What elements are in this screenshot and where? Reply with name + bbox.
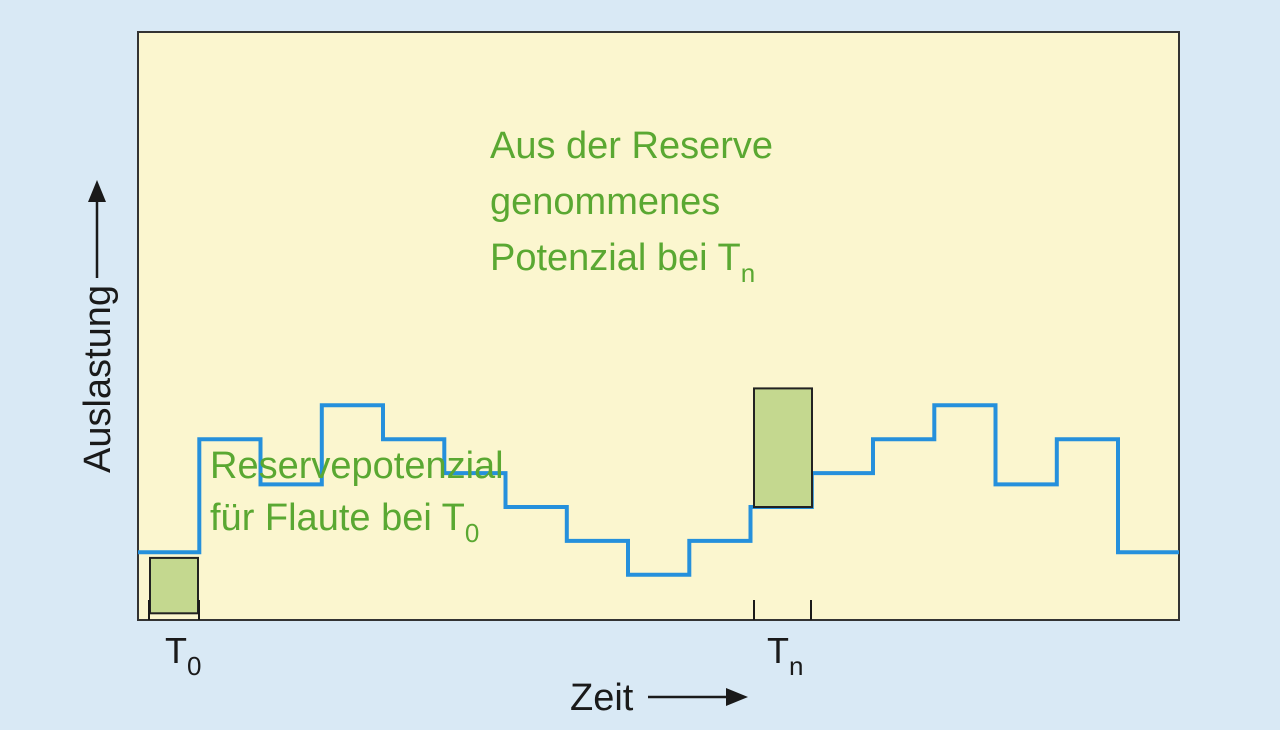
x-tick-label-t0-base: T (165, 630, 187, 671)
x-tick-label-t0: T0 (165, 630, 201, 681)
annotation-right-subscript: n (741, 258, 755, 288)
x-axis-label: Zeit (570, 677, 634, 719)
annotation-right-line-3-main: Potenzial bei T (490, 237, 741, 279)
y-axis-label-group: Auslastung (77, 180, 119, 473)
plot-area (137, 31, 1180, 621)
x-axis-label-group: Zeit (570, 677, 748, 719)
annotation-left-line-2: für Flaute bei T0 (210, 497, 479, 548)
annotation-right-line-1: Aus der Reserve (490, 125, 773, 167)
y-axis-label: Auslastung (77, 285, 119, 473)
annotation-left-line-2-main: für Flaute bei T (210, 497, 465, 539)
series-step-line (138, 403, 1179, 577)
reserve-bar-tn (753, 387, 813, 508)
reserve-bar-t0 (149, 556, 199, 615)
x-tick-label-t0-sub: 0 (187, 651, 201, 681)
reserve-bars (149, 387, 813, 615)
annotation-right-line-3: Potenzial bei Tn (490, 237, 755, 288)
y-axis-arrow-head (88, 180, 106, 202)
annotation-taken-potential: Aus der Reserve genommenes Potenzial bei… (490, 125, 773, 288)
x-tick-label-tn-sub: n (789, 651, 803, 681)
annotation-left-subscript: 0 (465, 518, 479, 548)
x-tick-label-tn: Tn (767, 630, 803, 681)
annotation-reserve-potential: Reservepotenzial für Flaute bei T0 (210, 445, 504, 548)
annotation-right-line-2: genommenes (490, 181, 720, 223)
x-tick-label-tn-base: T (767, 630, 789, 671)
x-axis-arrow-head (726, 688, 748, 706)
annotation-left-line-1: Reservepotenzial (210, 445, 504, 487)
